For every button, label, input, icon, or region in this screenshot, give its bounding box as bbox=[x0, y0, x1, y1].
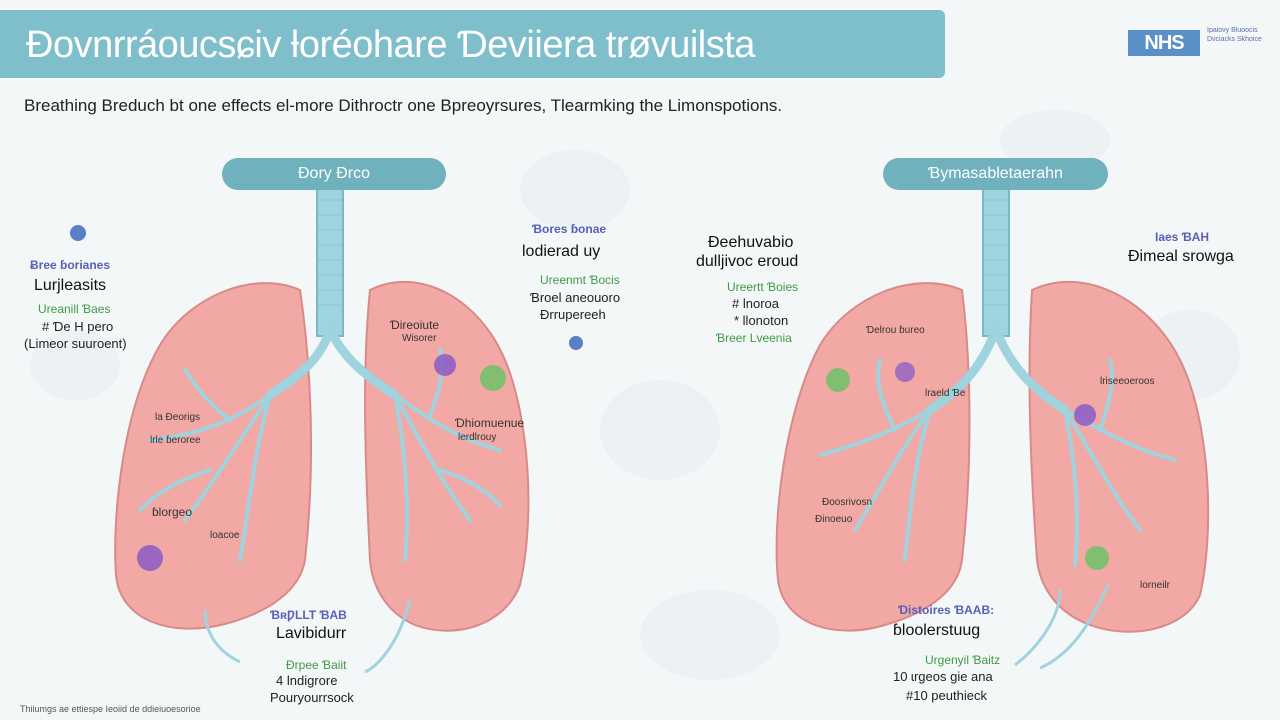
right-left-line1: # Ɩnoroa bbox=[732, 296, 779, 311]
right-bottom-line1: 10 ɩrgeos gie ana bbox=[893, 669, 993, 684]
left-lung-left-lobe bbox=[114, 282, 313, 630]
right-lungs-group bbox=[775, 185, 1210, 670]
left-outer-line2: (Limeor suuroent) bbox=[24, 336, 127, 351]
left-right-line2: Ɖrrupereeh bbox=[540, 307, 606, 322]
left-inner-label: ɓlorgeo bbox=[152, 505, 193, 519]
left-trachea-rings bbox=[317, 199, 343, 306]
right-inner-label: Ɖoosrivosn bbox=[822, 497, 873, 508]
right-arrow-curve bbox=[1014, 589, 1062, 667]
right-lung-green-spot-lower bbox=[1085, 546, 1109, 570]
page-title: Ɖovnrráoucsɕiv ƚoréohare Ɗeviiera trøvui… bbox=[26, 24, 755, 66]
left-lung-green-spot bbox=[480, 365, 506, 391]
footnote: Thiiumgs ae ettiespe Ieoiid de ddieiuoes… bbox=[20, 704, 201, 714]
left-lung-right-lobe bbox=[364, 280, 530, 632]
left-outer-green: Ureanill Ɓaes bbox=[38, 302, 111, 316]
right-left-line2: * Ɩlonoton bbox=[734, 313, 789, 328]
left-inner-label: Ɩrle ɓeroree bbox=[150, 435, 201, 446]
right-left-main1: Ɖeehuvabio bbox=[708, 234, 794, 251]
left-lung-purple-spot bbox=[434, 354, 456, 376]
right-bottom-green: Urgenyil Ɓaitz bbox=[925, 653, 1001, 667]
title-banner: Ɖovnrráoucsɕiv ƚoréohare Ɗeviiera trøvui… bbox=[0, 10, 945, 78]
right-bottom-line2: #10 peuthieck bbox=[906, 688, 987, 703]
left-trachea bbox=[316, 185, 344, 337]
left-inner-label: Ɩerdlrouy bbox=[458, 432, 497, 443]
left-outer-heading: Ƀree ɓorianes bbox=[30, 258, 111, 272]
right-inner-label: Ɩraeld Ɓe bbox=[925, 388, 966, 399]
left-bottom-heading: ƁʀǷLLT ƁAB bbox=[270, 608, 347, 622]
right-lung-purple-spot-right bbox=[1074, 404, 1096, 426]
left-bottom-green: Ɖrpee Ɓaiit bbox=[286, 658, 347, 672]
left-inner-label: Ɩa Ɖeorigs bbox=[155, 412, 201, 423]
left-right-heading: Ɓores ɓonae bbox=[532, 222, 607, 236]
nhs-logo: NHS bbox=[1128, 30, 1200, 56]
left-marker-dot bbox=[70, 225, 86, 241]
right-trachea-rings bbox=[983, 199, 1009, 306]
left-right-green: Ureenmt Ɓocis bbox=[540, 273, 620, 287]
left-lungs-group bbox=[70, 185, 583, 674]
right-lung-left-lobe bbox=[775, 282, 971, 632]
left-bottom-line1: 4 Ɩndigrore bbox=[276, 673, 338, 688]
right-inner-label: Ɩorneilr bbox=[1140, 580, 1171, 591]
right-left-green: Ureertt Ɓoies bbox=[727, 280, 799, 294]
right-bottom-heading: Ɗistoires ƁAAB: bbox=[898, 603, 995, 617]
left-inner-label: Wisorer bbox=[402, 333, 437, 344]
right-left-green2: Ɓreer Lveenia bbox=[716, 331, 792, 345]
background-blob bbox=[600, 380, 720, 480]
left-lung-purple-spot-lower bbox=[137, 545, 163, 571]
right-arrow-curve-2 bbox=[1039, 584, 1110, 670]
background-blob bbox=[640, 590, 780, 680]
left-bronchi bbox=[265, 325, 400, 400]
left-inner-label: Ɗhiomuenue bbox=[455, 416, 525, 430]
right-title-pill: Ɓymasabletaerahn bbox=[883, 158, 1108, 190]
left-arrow-curve bbox=[364, 599, 412, 674]
left-marker-dot-right bbox=[569, 336, 583, 350]
right-outer-heading: Ɩaes ƁAH bbox=[1155, 230, 1210, 244]
background-blob bbox=[30, 330, 120, 400]
right-lung-purple-spot bbox=[895, 362, 915, 382]
right-inner-label: Ɗelrou ɓureo bbox=[866, 325, 925, 336]
left-outer-main: Lurjleasits bbox=[34, 277, 107, 294]
right-bottom-main: ɓloolerstuug bbox=[893, 622, 981, 639]
right-outer-main: Ɖimeal srowga bbox=[1128, 248, 1234, 265]
right-lung-green-spot bbox=[826, 368, 850, 392]
right-inner-label: Ɩriseeoeroos bbox=[1100, 376, 1155, 387]
left-outer-line1: # Ɗe H pero bbox=[42, 319, 114, 334]
left-arrow-up bbox=[203, 609, 241, 664]
page-subtitle: Breathing Breduch bt one effects el-more… bbox=[24, 96, 783, 115]
right-inner-label: Ɖinoeuo bbox=[815, 514, 853, 525]
right-left-main2: dulljivoc eroud bbox=[696, 253, 799, 270]
right-trachea bbox=[982, 185, 1010, 337]
left-right-main: Ɩodierad uy bbox=[522, 243, 601, 260]
left-bottom-main: Lavibidurr bbox=[276, 625, 347, 642]
left-title-pill: Ɖory Ɖrco bbox=[222, 158, 446, 190]
right-lung-right-lobe bbox=[1028, 280, 1210, 633]
background-blob bbox=[520, 150, 630, 230]
logo-subtext: Ipaiovy Bluoocis Dvciacks Skhoice bbox=[1207, 27, 1262, 43]
left-bottom-line2: Pouryourrsock bbox=[270, 690, 354, 705]
left-bronchioles bbox=[138, 348, 502, 562]
right-bronchi bbox=[925, 325, 1070, 415]
left-inner-label: Ɩoacoe bbox=[210, 530, 240, 541]
left-inner-label: Ɗireoiute bbox=[390, 318, 440, 332]
left-right-line1: Ɓroel aneouoro bbox=[530, 290, 621, 305]
